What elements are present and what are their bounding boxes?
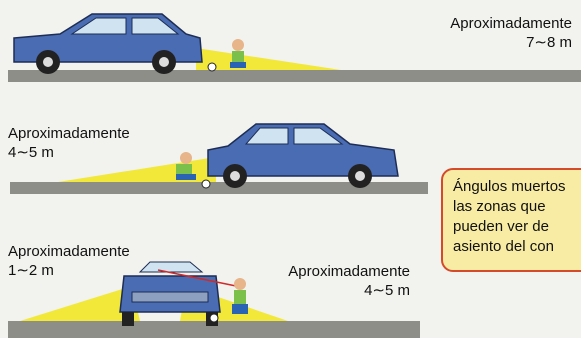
ball-row3 [209, 313, 219, 323]
note-line-2: las zonas que [453, 198, 546, 215]
distance-label-rear-line2: 7∼8 m [526, 34, 572, 51]
distance-label-side: Aproximadamente 4∼5 m [250, 262, 410, 300]
car-side-view-row2 [207, 123, 399, 188]
ground-strip-row2 [10, 182, 428, 194]
child-figure-row1 [230, 39, 246, 68]
distance-label-side-line2: 4∼5 m [364, 282, 410, 299]
child-figure-row2 [176, 152, 196, 180]
distance-label-front-near: Aproximadamente 1∼2 m [8, 242, 130, 280]
distance-label-rear-line1: Aproximadamente [450, 15, 572, 32]
blind-spot-note: Ángulos muertos las zonas que pueden ver… [441, 168, 581, 272]
child-figure-row3 [232, 278, 248, 314]
distance-label-front-line1: Aproximadamente [8, 125, 130, 142]
note-line-1: Ángulos muertos [453, 178, 566, 195]
note-line-3: pueden ver de [453, 218, 549, 235]
distance-label-front-line2: 4∼5 m [8, 144, 54, 161]
blind-zone-front-left [20, 286, 140, 321]
distance-label-front-near-line2: 1∼2 m [8, 262, 54, 279]
ball-row2 [201, 179, 211, 189]
distance-label-rear: Aproximadamente 7∼8 m [420, 14, 572, 52]
note-line-4: asiento del con [453, 238, 554, 255]
ground-strip-row3 [8, 321, 420, 338]
distance-label-side-line1: Aproximadamente [288, 263, 410, 280]
car-side-view-row1 [13, 13, 203, 74]
car-front-view [119, 261, 221, 326]
ground-strip-row1 [8, 70, 581, 82]
distance-label-front-near-line1: Aproximadamente [8, 243, 130, 260]
ball-row1 [207, 62, 217, 72]
distance-label-front: Aproximadamente 4∼5 m [8, 124, 130, 162]
sight-line [157, 269, 237, 287]
